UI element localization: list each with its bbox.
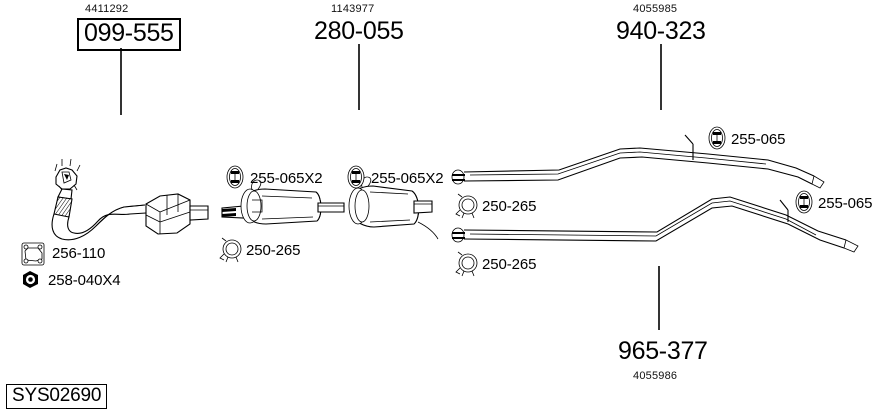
front-pipe-flex-bellows (53, 196, 73, 218)
rear-muffler (348, 176, 439, 240)
oe-number-group-rear-lower: 4055986 (633, 370, 678, 382)
u-bolt-clamp-icon (219, 237, 242, 263)
system-code-badge: SYS02690 (6, 384, 108, 409)
muffler-assembly (221, 176, 439, 240)
front-pipe-flange-icon (54, 158, 81, 191)
group-heading-rear-lower[interactable]: 965-377 (618, 337, 708, 365)
lower-tail-pipe-bottom-edge (463, 205, 845, 249)
hex-nut-icon (23, 271, 38, 288)
upper-tail-pipe-socket (451, 169, 465, 185)
upper-tail-pipe-top-edge (463, 147, 815, 177)
rubber-hanger-mount-icon (226, 165, 244, 189)
oe-number-group-rear-upper: 4055985 (633, 3, 678, 15)
catalytic-converter-body (145, 193, 191, 235)
front-downpipe-lower-edge (67, 212, 147, 234)
front-downpipe-highlight (95, 204, 146, 227)
oe-number-group-middle: 1143977 (331, 3, 375, 15)
rubber-hanger-mount-icon (347, 165, 365, 189)
lower-tail-pipe-socket (451, 227, 465, 243)
converter-outlet-pipe (189, 205, 209, 221)
muffler-inlet-pipe (221, 205, 245, 219)
group-heading-front[interactable]: 099-555 (77, 18, 181, 51)
front-muffler (240, 179, 322, 225)
lower-tail-pipe-highlight (469, 200, 817, 237)
square-flange-gasket-icon (21, 242, 45, 266)
front-pipe-catalytic-converter-assembly (51, 158, 209, 241)
upper-tail-pipe (451, 134, 825, 189)
part-label-mount-upper-tailpipe[interactable]: 255-065 (731, 131, 786, 148)
part-label-clamp-lower-tailpipe[interactable]: 250-265 (482, 256, 537, 273)
upper-tail-pipe-highlight (469, 151, 767, 176)
lower-tail-pipe-top-edge (463, 196, 847, 241)
rear-muffler-outlet-pipe (413, 200, 433, 214)
part-label-clamp-muffler[interactable]: 250-265 (246, 242, 301, 259)
part-label-mount-rear-muffler[interactable]: 255-065X2 (371, 170, 444, 187)
upper-tail-pipe-bottom-edge (463, 156, 813, 185)
group-leader-lines (120, 44, 662, 330)
oe-number-group-front: 4411292 (85, 3, 129, 15)
leader-line-upper-tail-pipe-mount (684, 134, 694, 160)
leader-line-lower-tail-pipe-mount (779, 199, 789, 222)
part-label-nut[interactable]: 258-040X4 (48, 272, 121, 289)
u-bolt-clamp-icon (455, 251, 478, 277)
group-heading-rear-upper[interactable]: 940-323 (616, 17, 706, 45)
lower-tail-pipe (451, 196, 859, 253)
upper-tail-pipe-tip (811, 175, 825, 189)
part-label-mount-lower-tailpipe[interactable]: 255-065 (818, 195, 873, 212)
lower-tail-pipe-tip (843, 239, 859, 253)
muffler-connecting-pipe (317, 202, 345, 213)
group-heading-middle[interactable]: 280-055 (314, 17, 404, 45)
rubber-hanger-mount-icon (708, 126, 726, 150)
part-label-mount-front-muffler[interactable]: 255-065X2 (250, 170, 323, 187)
u-bolt-clamp-icon (455, 193, 478, 219)
part-label-flange-gasket[interactable]: 256-110 (52, 245, 106, 262)
rubber-hanger-mount-icon (795, 190, 813, 214)
part-label-clamp-upper-tailpipe[interactable]: 250-265 (482, 198, 537, 215)
